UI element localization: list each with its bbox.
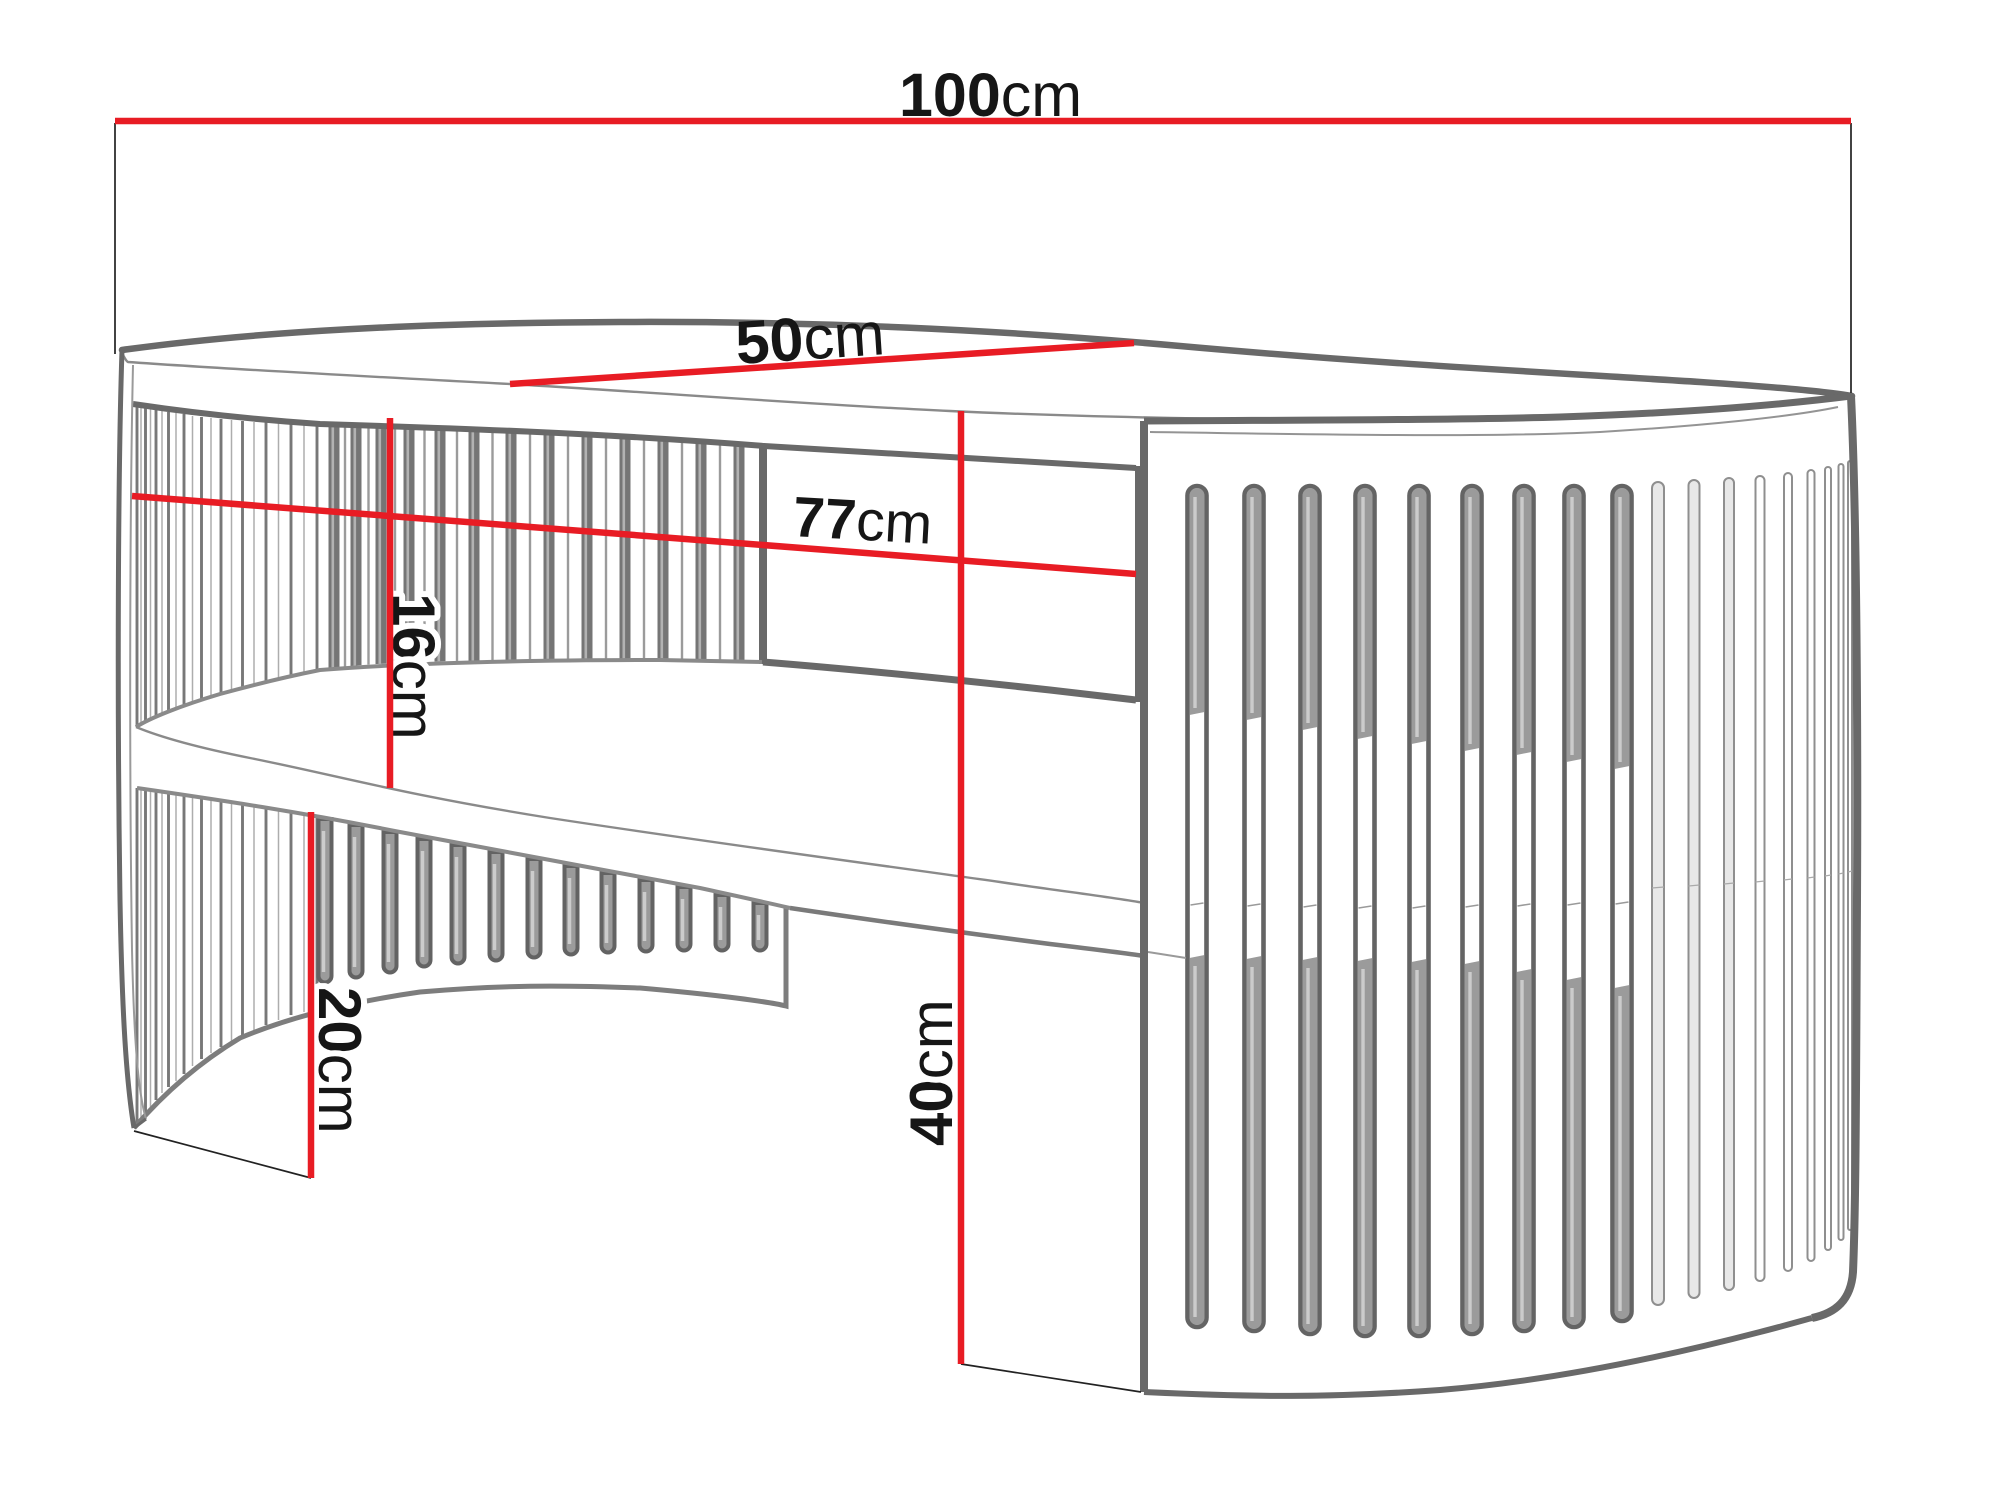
svg-text:100cm: 100cm — [899, 61, 1082, 129]
svg-text:77cm: 77cm — [791, 485, 934, 557]
svg-text:40cm: 40cm — [898, 999, 965, 1146]
svg-text:20cm: 20cm — [306, 987, 373, 1134]
